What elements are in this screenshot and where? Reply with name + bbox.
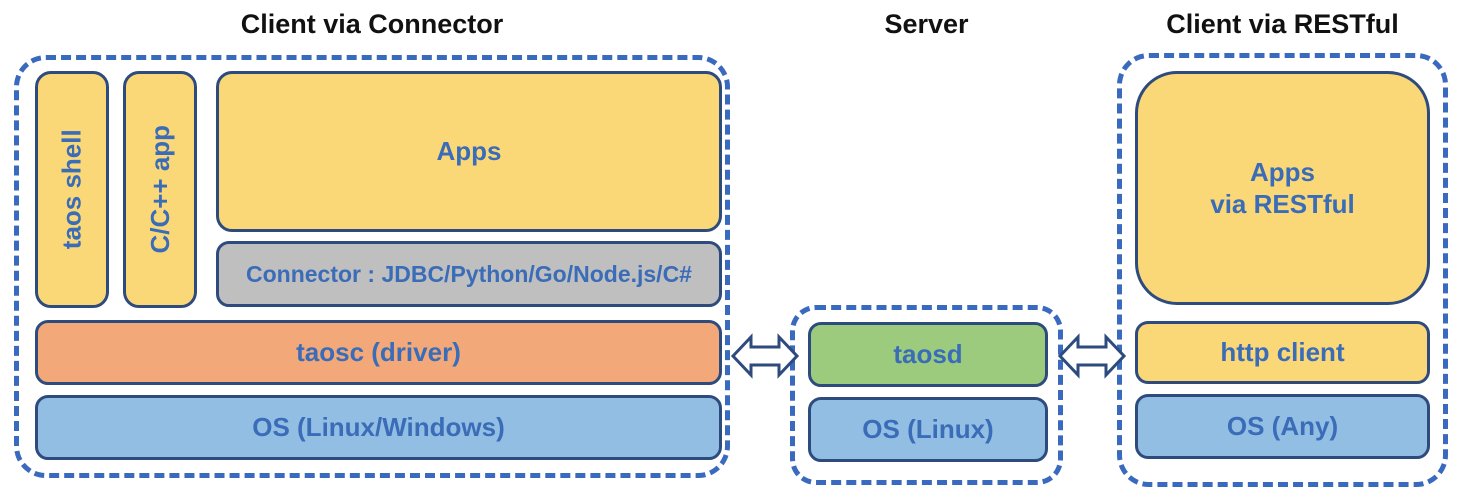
box-cpp-app: C/C++ app <box>123 71 197 308</box>
cpp-app-label: C/C++ app <box>144 125 175 254</box>
os-linux-windows-label: OS (Linux/Windows) <box>252 412 505 443</box>
taos-shell-label: taos shell <box>56 129 87 250</box>
box-apps: Apps <box>216 71 722 232</box>
box-taosd: taosd <box>808 322 1048 387</box>
taosd-label: taosd <box>893 339 963 370</box>
os-any-label: OS (Any) <box>1226 411 1339 442</box>
taosc-label: taosc (driver) <box>296 337 461 368</box>
box-http-client: http client <box>1135 321 1430 384</box>
group-server <box>790 305 1063 485</box>
http-client-label: http client <box>1220 337 1345 368</box>
box-os-linux-windows: OS (Linux/Windows) <box>35 395 722 460</box>
bidirectional-arrow-icon <box>1058 333 1126 379</box>
apps-label: Apps <box>436 136 502 167</box>
bidirectional-arrow-icon <box>731 333 799 379</box>
box-connector: Connector : JDBC/Python/Go/Node.js/C# <box>216 241 722 307</box>
box-os-any: OS (Any) <box>1135 394 1430 459</box>
os-linux-label: OS (Linux) <box>862 414 994 445</box>
group-title-server: Server <box>884 9 969 39</box>
group-client-via-connector <box>14 55 730 478</box>
connector-label: Connector : JDBC/Python/Go/Node.js/C# <box>246 260 692 287</box>
apps-via-restful-label: Apps via RESTful <box>1210 156 1355 220</box>
box-os-linux: OS (Linux) <box>808 397 1048 462</box>
box-taosc-driver: taosc (driver) <box>35 320 722 385</box>
group-title-client-via-restful: Client via RESTful <box>1166 9 1399 39</box>
box-taos-shell: taos shell <box>35 71 109 308</box>
group-client-via-restful <box>1117 53 1448 487</box>
box-apps-via-restful: Apps via RESTful <box>1135 71 1430 305</box>
group-title-client-via-connector: Client via Connector <box>240 9 504 39</box>
